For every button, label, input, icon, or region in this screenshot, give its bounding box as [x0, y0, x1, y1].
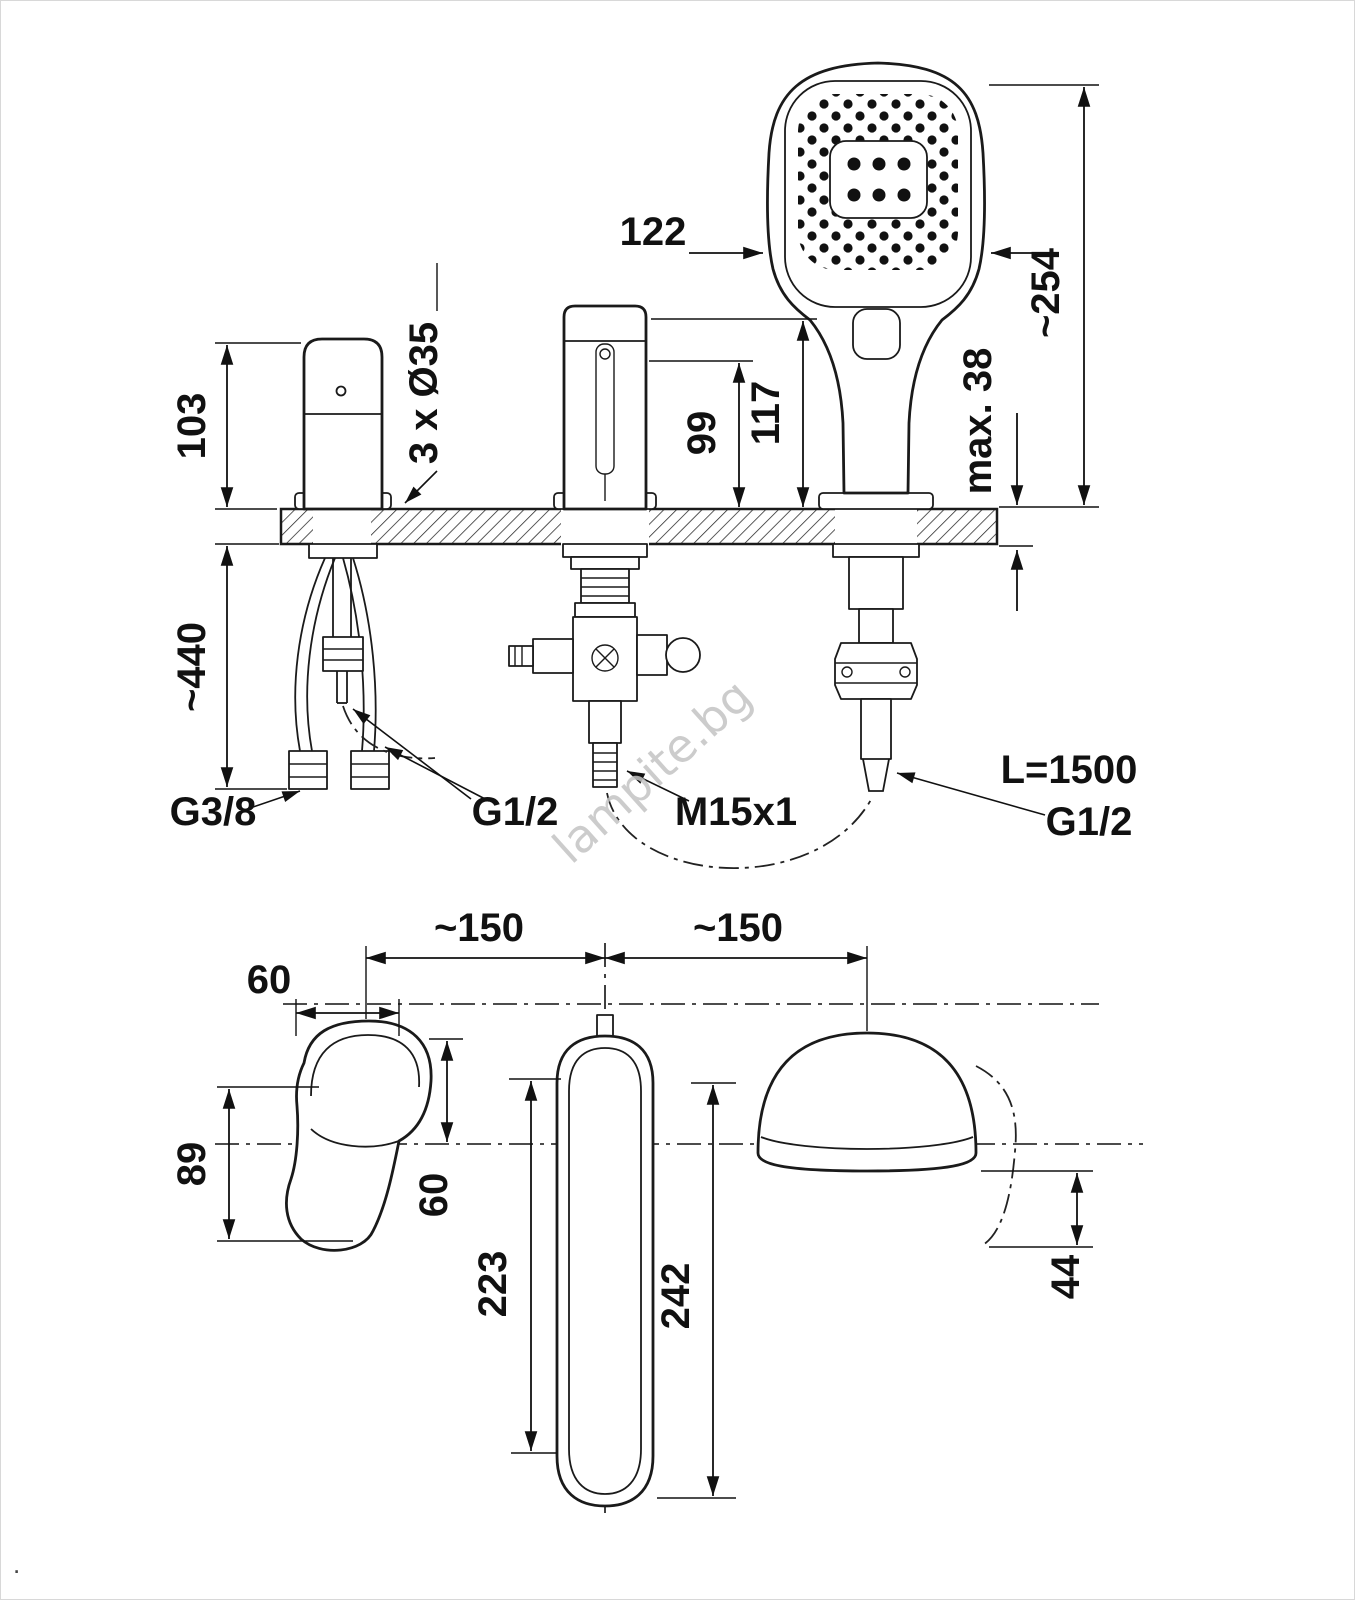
left-handle-plan-outline: [285, 1019, 433, 1252]
dim-shower-width: 122: [620, 210, 687, 254]
thread-middle-label: M15x1: [675, 790, 797, 834]
shower-shank: [848, 556, 904, 610]
valve-shank: [580, 568, 630, 604]
left-handle-plan: [285, 1019, 433, 1252]
flexible-hose-dash: [606, 792, 874, 870]
left-handle-pin: [335, 385, 347, 397]
hand-shower-front: [606, 61, 987, 870]
diverter-valve: [508, 543, 701, 788]
top-dimensions: ~150 ~150 60 89 60 223 242: [170, 906, 1093, 1499]
spout-front: [553, 304, 657, 511]
supply-hoses: [288, 557, 436, 790]
spout-body: [562, 304, 648, 511]
center-pipe-nut: [322, 636, 364, 672]
dim-pitch-left: ~150: [434, 906, 524, 950]
dim-mount-holes: 3 x Ø35: [402, 322, 446, 464]
dim-handle-reach: 89: [170, 1142, 214, 1187]
deck: [279, 507, 999, 546]
dim-handle-tip-offset: 60: [247, 958, 292, 1002]
dim-handle-width: 60: [412, 1173, 456, 1218]
spout-plan: [555, 1014, 655, 1508]
dim-spout-reach: 223: [471, 1251, 515, 1318]
dim-handle-height: 103: [170, 393, 214, 460]
dim-shower-offset: 44: [1044, 1254, 1088, 1299]
stray-mark: .: [13, 1549, 20, 1579]
top-view: ~150 ~150 60 89 60 223 242: [170, 906, 1143, 1513]
left-handle-front: [294, 337, 392, 559]
shower-center-button: [829, 140, 928, 219]
front-dimensions: 122 ~254 max. 38 103 3 x Ø35 99: [170, 84, 1138, 844]
supply-nut-left: [288, 750, 328, 790]
shower-face-rim: [784, 80, 972, 308]
hand-shower-plan: [756, 1031, 1017, 1246]
thread-left-label: G1/2: [472, 790, 559, 834]
dim-deck-thickness: max. 38: [956, 348, 1000, 495]
left-handle-body: [302, 337, 384, 511]
dim-spout-inner: 99: [680, 411, 724, 456]
front-view: 122 ~254 max. 38 103 3 x Ø35 99: [170, 61, 1138, 870]
supply-nut-right: [350, 750, 390, 790]
dim-shower-height: ~254: [1024, 247, 1068, 338]
dim-pitch-right: ~150: [693, 906, 783, 950]
valve-nipple: [508, 645, 534, 667]
shower-base-flange: [818, 492, 934, 510]
left-handle-under-collar: [308, 543, 378, 559]
hose-length-label: L=1500: [1001, 748, 1138, 792]
valve-right-port: [636, 634, 668, 676]
valve-body: [572, 616, 638, 702]
shower-hose-plan-dash: [975, 1065, 1017, 1246]
thread-supply-label: G3/8: [170, 790, 257, 834]
dim-hose-drop: ~440: [170, 622, 214, 712]
hose-end: [860, 698, 892, 760]
hose-coupler: [834, 642, 918, 700]
dim-shower-reach: 242: [654, 1263, 698, 1330]
valve-left-port: [532, 638, 574, 674]
shower-plan-outline: [756, 1031, 978, 1173]
pullrod-dash: [342, 705, 436, 760]
spout-nub: [596, 1014, 614, 1037]
thread-right-label: G1/2: [1046, 800, 1133, 844]
shower-handle-hole: [852, 308, 901, 360]
spout-plan-outline: [555, 1034, 655, 1508]
valve-right-cap: [665, 637, 701, 673]
dim-spout-outer: 117: [744, 381, 788, 446]
